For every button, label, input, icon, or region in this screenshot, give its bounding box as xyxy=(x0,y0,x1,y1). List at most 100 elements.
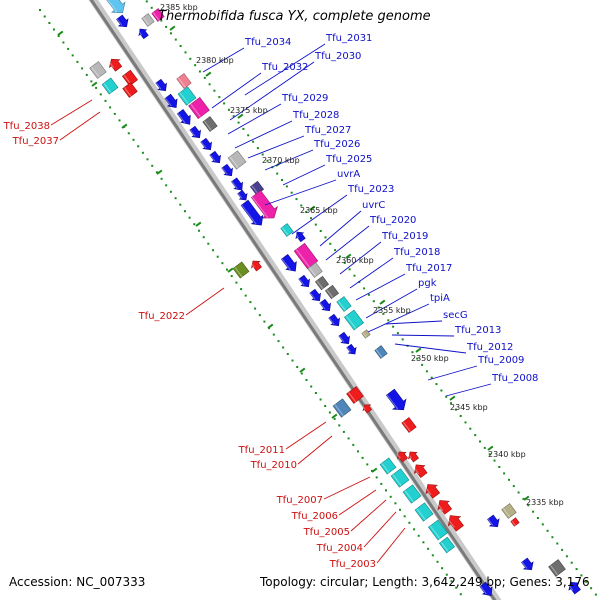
gene-feature[interactable] xyxy=(209,150,221,164)
gene-feature[interactable] xyxy=(332,398,352,418)
gene-label[interactable]: Tfu_2027 xyxy=(304,125,351,136)
gene-label[interactable]: Tfu_2017 xyxy=(405,263,452,274)
gene-feature[interactable] xyxy=(177,86,197,106)
gene-feature[interactable] xyxy=(250,190,278,219)
gene-label[interactable]: Tfu_2032 xyxy=(261,62,308,73)
gene-label[interactable]: Tfu_2037 xyxy=(12,136,59,147)
gene-label[interactable]: Tfu_2010 xyxy=(250,460,297,471)
gene-label[interactable]: Tfu_2013 xyxy=(454,325,501,336)
gene-feature[interactable] xyxy=(501,503,517,519)
gene-label[interactable]: Tfu_2004 xyxy=(316,543,363,554)
gene-feature[interactable] xyxy=(240,199,264,226)
gene-feature[interactable] xyxy=(89,61,107,79)
gene-label[interactable]: Tfu_2005 xyxy=(303,527,350,538)
gene-feature[interactable] xyxy=(362,404,373,414)
gene-feature[interactable] xyxy=(343,309,365,331)
gene-feature[interactable] xyxy=(105,0,126,14)
gene-feature[interactable] xyxy=(176,73,192,89)
gene-feature[interactable] xyxy=(121,69,139,87)
gene-feature[interactable] xyxy=(176,108,191,125)
gene-label[interactable]: Tfu_2012 xyxy=(466,342,513,353)
gene-feature[interactable] xyxy=(336,296,352,312)
gene-feature[interactable] xyxy=(155,78,167,92)
gene-feature[interactable] xyxy=(425,484,441,499)
gene-feature[interactable] xyxy=(401,417,417,433)
gene-label[interactable]: Tfu_2038 xyxy=(3,121,50,132)
gene-label[interactable]: Tfu_2034 xyxy=(244,37,291,48)
gene-feature[interactable] xyxy=(164,93,178,108)
gene-feature[interactable] xyxy=(521,557,534,571)
gene-feature[interactable] xyxy=(437,500,453,515)
gene-feature[interactable] xyxy=(232,261,250,279)
gene-feature[interactable] xyxy=(447,515,464,532)
gene-label[interactable]: secG xyxy=(443,310,468,321)
gene-label[interactable]: Tfu_2018 xyxy=(393,247,440,258)
gene-feature[interactable] xyxy=(438,536,456,554)
gene-feature[interactable] xyxy=(510,517,520,527)
gene-feature[interactable] xyxy=(293,242,319,270)
gene-label[interactable]: Tfu_2026 xyxy=(313,139,360,150)
gene-feature[interactable] xyxy=(328,313,340,327)
gene-label[interactable]: Tfu_2031 xyxy=(325,33,372,44)
gene-feature[interactable] xyxy=(413,464,428,479)
gene-label[interactable]: Tfu_2006 xyxy=(291,511,338,522)
gene-label[interactable]: tpiA xyxy=(430,293,450,304)
gene-feature[interactable] xyxy=(188,96,210,120)
gene-feature[interactable] xyxy=(116,14,129,28)
gene-feature[interactable] xyxy=(385,388,407,411)
gene-feature[interactable] xyxy=(390,468,410,488)
gene-label[interactable]: uvrC xyxy=(362,200,385,211)
gene-label[interactable]: uvrA xyxy=(337,169,360,180)
gene-label[interactable]: Tfu_2025 xyxy=(325,154,372,165)
gene-feature[interactable] xyxy=(227,150,247,170)
gene-feature[interactable] xyxy=(568,581,581,595)
gene-feature[interactable] xyxy=(346,343,357,355)
gene-label[interactable]: Tfu_2007 xyxy=(276,495,323,506)
gene-feature[interactable] xyxy=(251,260,263,272)
gene-label[interactable]: Tfu_2009 xyxy=(477,355,524,366)
gene-label[interactable]: Tfu_2019 xyxy=(381,231,428,242)
gene-feature[interactable] xyxy=(548,559,566,577)
gene-label[interactable]: Tfu_2008 xyxy=(491,373,538,384)
gene-feature[interactable] xyxy=(338,331,350,345)
gene-feature[interactable] xyxy=(151,8,165,22)
gene-label[interactable]: Tfu_2003 xyxy=(329,559,376,570)
gene-feature[interactable] xyxy=(319,298,331,312)
gene-feature[interactable] xyxy=(324,284,340,300)
gene-feature[interactable] xyxy=(379,457,397,475)
gene-feature[interactable] xyxy=(141,13,155,27)
gene-label[interactable]: Tfu_2029 xyxy=(281,93,328,104)
gene-feature[interactable] xyxy=(189,125,201,139)
gene-feature[interactable] xyxy=(307,262,323,278)
gene-feature[interactable] xyxy=(122,82,138,98)
gene-feature[interactable] xyxy=(346,386,364,404)
gene-feature[interactable] xyxy=(200,137,212,151)
gene-feature[interactable] xyxy=(374,345,388,359)
gene-feature[interactable] xyxy=(138,28,149,40)
gene-label[interactable]: Tfu_2022 xyxy=(138,311,185,322)
gene-feature[interactable] xyxy=(295,231,306,243)
gene-feature[interactable] xyxy=(427,519,449,541)
gene-feature[interactable] xyxy=(108,58,123,72)
gene-label[interactable]: Tfu_2028 xyxy=(292,110,339,121)
gene-feature[interactable] xyxy=(479,581,493,596)
gene-label[interactable]: Tfu_2023 xyxy=(347,184,394,195)
gene-label[interactable]: Tfu_2011 xyxy=(238,445,285,456)
gene-feature[interactable] xyxy=(309,288,321,302)
gene-feature[interactable] xyxy=(231,177,243,191)
gene-label[interactable]: Tfu_2030 xyxy=(314,51,361,62)
gene-feature[interactable] xyxy=(298,274,310,288)
gene-feature[interactable] xyxy=(280,253,297,272)
gene-label[interactable]: Tfu_2020 xyxy=(369,215,416,226)
gene-feature[interactable] xyxy=(487,514,500,528)
gene-feature[interactable] xyxy=(280,223,294,237)
gene-feature[interactable] xyxy=(314,275,330,291)
gene-feature[interactable] xyxy=(414,502,434,522)
gene-feature[interactable] xyxy=(402,484,422,504)
gene-feature[interactable] xyxy=(202,116,218,132)
gene-feature[interactable] xyxy=(408,451,420,463)
gene-feature[interactable] xyxy=(101,77,119,95)
gene-label[interactable]: pgk xyxy=(418,278,437,289)
gene-feature[interactable] xyxy=(221,163,233,177)
gene-feature[interactable] xyxy=(237,189,248,201)
